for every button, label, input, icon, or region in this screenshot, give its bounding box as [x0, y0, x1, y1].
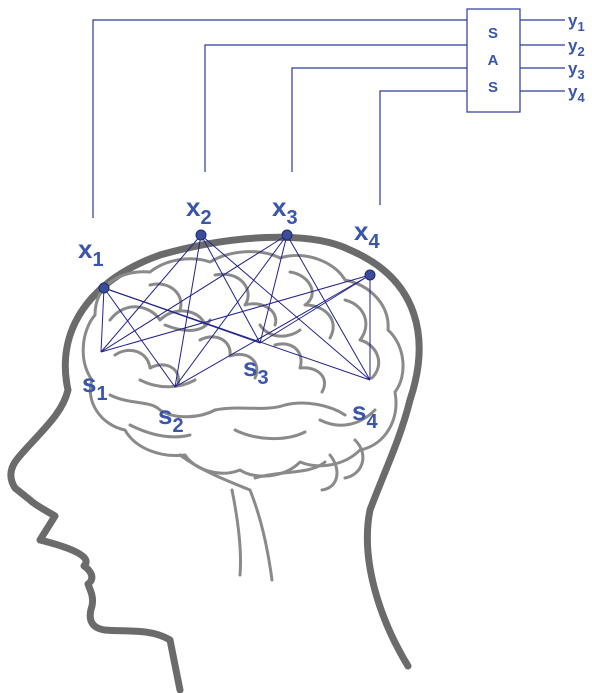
output-label-y4: y4 [568, 82, 585, 105]
wire-x4 [380, 91, 467, 205]
mixing-lines [101, 235, 370, 387]
source-label-s1: s1 [82, 368, 108, 405]
wire-x1 [93, 20, 467, 218]
sas-letter-1: S [488, 25, 498, 42]
sensor-dot-x3 [282, 230, 292, 240]
sas-letter-2: A [488, 52, 499, 69]
output-label-y3: y3 [568, 59, 585, 82]
sensor-dot-x4 [365, 270, 375, 280]
sensor-dot-x1 [99, 283, 109, 293]
output-label-y1: y1 [568, 11, 585, 34]
wire-x2 [205, 45, 467, 172]
sas-letter-3: S [488, 79, 498, 96]
sensor-label-x1: x1 [78, 234, 104, 271]
mixing-line-s1-x3 [101, 235, 287, 352]
source-label-s2: s2 [158, 400, 184, 437]
mixing-line-s1-x1 [101, 288, 104, 352]
output-label-y2: y2 [568, 36, 585, 59]
source-label-s3: s3 [243, 352, 269, 389]
sensor-label-x4: x4 [354, 216, 380, 253]
mixing-line-s2-x1 [104, 288, 175, 387]
source-label-s4: s4 [352, 396, 378, 433]
output-wires [520, 20, 565, 91]
sensor-wires [93, 20, 467, 218]
sensor-label-x3: x3 [272, 192, 298, 229]
sensor-dot-x2 [196, 230, 206, 240]
mixing-line-s1-x2 [101, 235, 201, 352]
sensor-label-x2: x2 [186, 192, 212, 229]
